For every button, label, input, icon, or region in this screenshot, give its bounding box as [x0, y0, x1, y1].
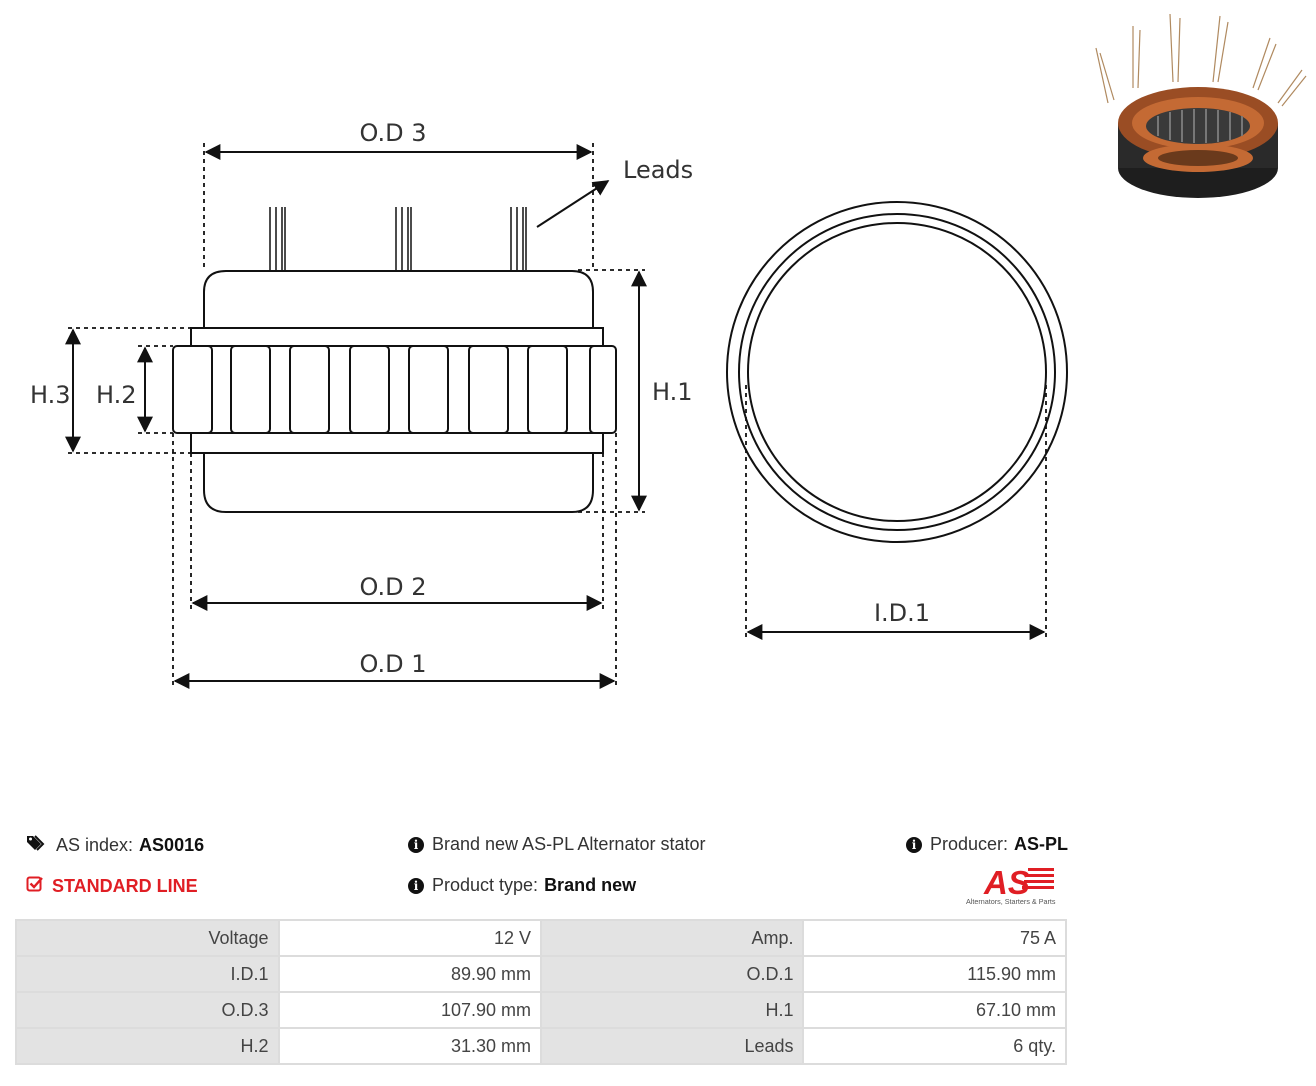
stator-product-image [1095, 13, 1307, 198]
od3-label: O.D 3 [360, 119, 427, 147]
core-teeth [172, 345, 617, 434]
description-text: Brand new AS-PL Alternator stator [432, 834, 706, 854]
lower-plate [190, 432, 604, 454]
product-type-value: Brand new [544, 875, 637, 895]
leads-pointer [536, 180, 610, 228]
product-description: i Brand new AS-PL Alternator stator [408, 834, 705, 855]
spec-key-cell: Amp. [540, 919, 805, 957]
as-index-label: AS index: [56, 835, 134, 855]
middle-ring [738, 213, 1056, 531]
spec-value-cell: 115.90 mm [802, 955, 1067, 993]
upper-winding [203, 270, 594, 328]
spec-key-cell: O.D.3 [15, 991, 280, 1029]
lower-winding [203, 453, 594, 513]
h2-label: H.2 [96, 381, 137, 409]
h1-label: H.1 [652, 378, 693, 406]
stator-dimension-drawing: O.D 3 Leads H.1 H.3 H.2 O.D 2 O.D 1 I.D.… [30, 119, 1068, 689]
spec-key-cell: H.1 [540, 991, 805, 1029]
spec-value-cell: 6 qty. [802, 1027, 1067, 1065]
producer-value: AS-PL [1014, 834, 1069, 854]
spec-key-cell: Voltage [15, 919, 280, 957]
info-circle-icon: i [906, 836, 922, 853]
info-circle-icon: i [408, 836, 424, 853]
spec-value-cell: 89.90 mm [277, 955, 543, 993]
producer: i Producer: AS-PL [906, 834, 1068, 855]
standard-line-badge: STANDARD LINE [26, 875, 198, 898]
spec-value-cell: 31.30 mm [277, 1027, 543, 1065]
tag-icon [26, 834, 48, 857]
spec-key-cell: O.D.1 [540, 955, 805, 993]
lead-wires [269, 207, 527, 270]
producer-label: Producer: [930, 834, 1009, 854]
check-square-icon [26, 875, 44, 898]
outer-ring [726, 201, 1068, 543]
leads-label: Leads [623, 156, 693, 184]
as-index-value: AS0016 [139, 835, 205, 855]
inner-ring [747, 222, 1047, 522]
h3-label: H.3 [30, 381, 71, 409]
product-type: i Product type: Brand new [408, 875, 636, 896]
info-circle-icon: i [408, 877, 424, 894]
as-pl-logo: AS Alternators, Starters & Parts [964, 862, 1070, 908]
spec-key-cell: I.D.1 [15, 955, 280, 993]
logo-tagline: Alternators, Starters & Parts [966, 897, 1056, 906]
od1-label: O.D 1 [360, 650, 427, 678]
id1-label: I.D.1 [874, 599, 930, 627]
as-index: AS index: AS0016 [26, 834, 204, 857]
upper-plate [190, 327, 604, 347]
od2-label: O.D 2 [360, 573, 427, 601]
spec-key-cell: H.2 [15, 1027, 280, 1065]
spec-value-cell: 67.10 mm [802, 991, 1067, 1029]
logo-text: AS [983, 864, 1030, 901]
spec-value-cell: 75 A [802, 919, 1067, 957]
product-type-label: Product type: [432, 875, 539, 895]
standard-line-text: STANDARD LINE [52, 876, 198, 896]
spec-value-cell: 107.90 mm [277, 991, 543, 1029]
spec-value-cell: 12 V [277, 919, 543, 957]
spec-key-cell: Leads [540, 1027, 805, 1065]
